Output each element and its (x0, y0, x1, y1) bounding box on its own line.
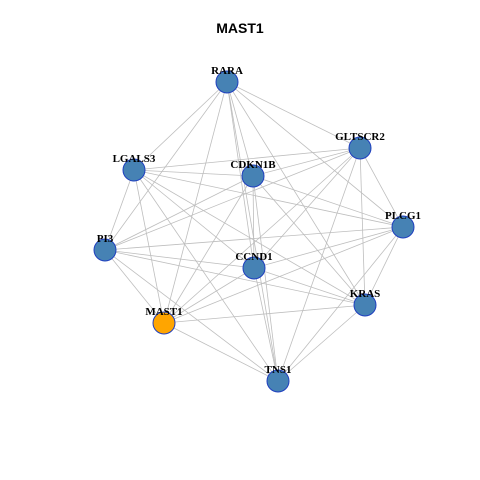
edge-lgals3-plcg1 (133, 169, 404, 228)
node-circle[interactable] (242, 256, 266, 280)
edge-cdkn1b-tns1 (252, 175, 279, 382)
edge-lgals3-pi3 (104, 169, 135, 251)
edge-plcg1-ccnd1 (253, 226, 404, 269)
edge-plcg1-mast1 (163, 226, 404, 324)
node-label: MAST1 (145, 306, 182, 318)
edge-layer (104, 81, 404, 382)
edge-cdkn1b-mast1 (163, 175, 254, 324)
node-circle[interactable] (93, 238, 117, 262)
node-pi3[interactable]: PI3 (93, 233, 117, 262)
node-cdkn1b[interactable]: CDKN1B (230, 159, 276, 188)
node-tns1[interactable]: TNS1 (265, 364, 292, 393)
node-label: TNS1 (265, 364, 292, 376)
edge-kras-tns1 (277, 304, 366, 382)
node-label: CCND1 (235, 251, 272, 263)
node-gltscr2[interactable]: GLTSCR2 (335, 131, 385, 160)
node-label: KRAS (350, 288, 381, 300)
edge-gltscr2-cdkn1b (252, 147, 361, 177)
edge-cdkn1b-pi3 (104, 175, 254, 251)
node-circle[interactable] (215, 70, 239, 94)
node-circle[interactable] (391, 215, 415, 239)
edge-rara-kras (226, 81, 366, 306)
edge-rara-plcg1 (226, 81, 404, 228)
edge-gltscr2-mast1 (163, 147, 361, 324)
edge-pi3-mast1 (104, 249, 165, 324)
edge-lgals3-cdkn1b (133, 169, 254, 177)
node-plcg1[interactable]: PLCG1 (385, 210, 421, 239)
edge-ccnd1-tns1 (253, 267, 279, 382)
node-label: PI3 (97, 233, 114, 245)
node-label: CDKN1B (230, 159, 276, 171)
node-rara[interactable]: RARA (211, 65, 243, 94)
node-circle[interactable] (152, 311, 176, 335)
node-circle[interactable] (348, 136, 372, 160)
edge-pi3-tns1 (104, 249, 279, 382)
edge-lgals3-kras (133, 169, 366, 306)
edge-plcg1-tns1 (277, 226, 404, 382)
edge-pi3-ccnd1 (104, 249, 255, 269)
edge-rara-cdkn1b (226, 81, 254, 177)
edge-cdkn1b-ccnd1 (252, 175, 255, 269)
edge-gltscr2-kras (359, 147, 366, 306)
edge-gltscr2-lgals3 (133, 147, 361, 171)
node-label: PLCG1 (385, 210, 421, 222)
node-label: LGALS3 (113, 153, 156, 165)
edge-gltscr2-tns1 (277, 147, 361, 382)
node-circle[interactable] (122, 158, 146, 182)
edge-gltscr2-ccnd1 (253, 147, 361, 269)
edge-rara-pi3 (104, 81, 228, 251)
edge-plcg1-pi3 (104, 226, 404, 251)
edge-pi3-kras (104, 249, 366, 306)
edge-cdkn1b-kras (252, 175, 366, 306)
edge-gltscr2-pi3 (104, 147, 361, 251)
edge-lgals3-tns1 (133, 169, 279, 382)
node-label: GLTSCR2 (335, 131, 385, 143)
diagram-title: MAST1 (216, 20, 264, 36)
edge-rara-lgals3 (133, 81, 228, 171)
edge-plcg1-kras (364, 226, 404, 306)
edge-lgals3-ccnd1 (133, 169, 255, 269)
edge-kras-mast1 (163, 304, 366, 324)
edge-gltscr2-plcg1 (359, 147, 404, 228)
edge-ccnd1-kras (253, 267, 366, 306)
node-lgals3[interactable]: LGALS3 (113, 153, 156, 182)
node-kras[interactable]: KRAS (350, 288, 381, 317)
node-circle[interactable] (241, 164, 265, 188)
edge-rara-gltscr2 (226, 81, 361, 149)
node-circle[interactable] (353, 293, 377, 317)
node-label: RARA (211, 65, 243, 77)
edge-mast1-tns1 (163, 322, 279, 382)
node-mast1[interactable]: MAST1 (145, 306, 183, 335)
edge-ccnd1-mast1 (163, 267, 255, 324)
node-ccnd1[interactable]: CCND1 (235, 251, 273, 280)
node-circle[interactable] (266, 369, 290, 393)
edge-rara-mast1 (163, 81, 228, 324)
edge-rara-tns1 (226, 81, 279, 382)
edge-cdkn1b-plcg1 (252, 175, 404, 228)
